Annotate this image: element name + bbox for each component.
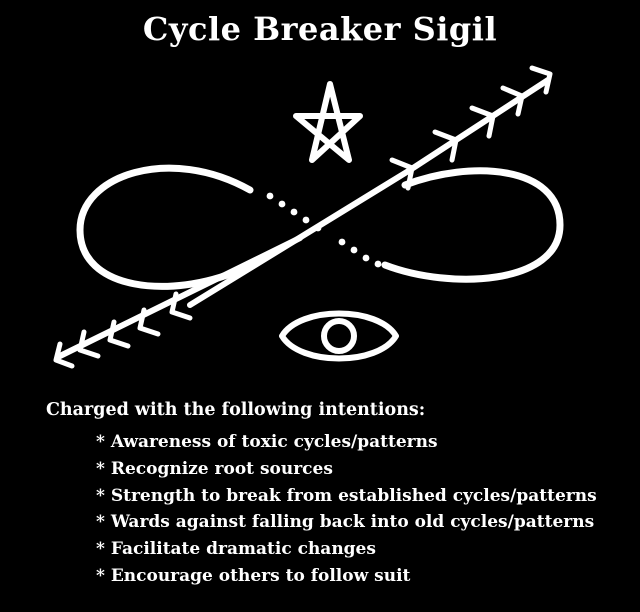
list-item: Awareness of toxic cycles/patterns — [96, 429, 597, 456]
list-item: Wards against falling back into old cycl… — [96, 509, 597, 536]
eye-icon — [279, 310, 399, 362]
list-item: Recognize root sources — [96, 456, 597, 483]
arrow-down-left — [53, 235, 303, 369]
infinity-loop — [76, 164, 564, 290]
page-title: Cycle Breaker Sigil — [142, 10, 498, 48]
intentions-intro: Charged with the following intentions: — [46, 400, 426, 420]
cycle-breaker-sigil — [53, 65, 564, 369]
star-icon — [293, 81, 363, 163]
list-item: Strength to break from established cycle… — [96, 483, 597, 510]
list-item: Facilitate dramatic changes — [96, 536, 597, 563]
list-item: Encourage others to follow suit — [96, 563, 597, 590]
intentions-list: Awareness of toxic cycles/patterns Recog… — [96, 429, 597, 590]
arrow-up-right — [187, 65, 553, 308]
dotted-crossing-line — [266, 192, 382, 268]
